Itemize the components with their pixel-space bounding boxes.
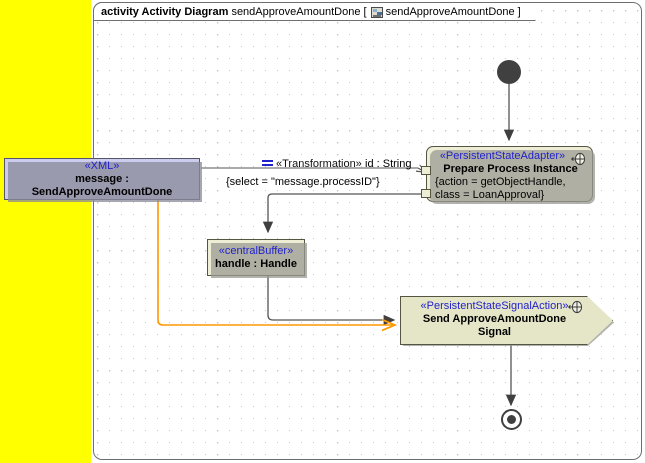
adapter-label: Prepare Process Instance xyxy=(443,163,578,175)
signal-stereotype: «PersistentStateSignalAction» xyxy=(420,300,569,312)
frame-qualified-name: sendApproveAmountDone ] xyxy=(385,5,521,18)
central-buffer-node-handle[interactable]: «centralBuffer» handle : Handle xyxy=(207,239,307,278)
buffer-label: handle : Handle xyxy=(215,257,297,270)
activity-frame xyxy=(93,2,642,460)
input-pin-id[interactable] xyxy=(421,166,431,175)
equals-icon xyxy=(262,159,273,168)
adapter-constraint-line2: class = LoanApproval} xyxy=(435,189,545,201)
pin-type-label: id : String xyxy=(365,158,412,170)
frame-keyword: activity Activity Diagram xyxy=(101,5,229,18)
action-node-prepare-process-instance[interactable]: «PersistentStateAdapter» Prepare Process… xyxy=(426,146,595,204)
frame-title-tab: activity Activity Diagram sendApproveAmo… xyxy=(93,2,536,21)
adapter-stereotype: «PersistentStateAdapter» xyxy=(439,150,566,162)
select-constraint-label: {select = "message.processID"} xyxy=(226,176,380,188)
grid-background xyxy=(94,3,641,459)
buffer-stereotype: «centralBuffer» xyxy=(218,244,294,257)
activity-final-node[interactable] xyxy=(501,409,522,430)
persistent-state-icon xyxy=(571,152,586,166)
signal-label-line2: Signal xyxy=(477,326,511,338)
xml-stereotype: «XML» xyxy=(84,159,120,172)
transformation-stereotype: «Transformation» xyxy=(276,158,362,170)
transformation-label: «Transformation» xyxy=(262,158,362,170)
adapter-constraint-line1: {action = getObjectHandle, xyxy=(435,176,566,188)
initial-node[interactable] xyxy=(497,60,521,84)
signal-node-text: «PersistentStateSignalAction» Send Appro… xyxy=(421,300,591,339)
object-node-message[interactable]: «XML» message : SendApproveAmountDone xyxy=(4,158,202,202)
output-pin-handle[interactable] xyxy=(421,189,431,198)
activity-diagram-icon xyxy=(371,7,383,18)
signal-label-line1: Send ApproveAmountDone xyxy=(422,313,567,325)
frame-name: sendApproveAmountDone [ xyxy=(231,5,367,18)
xml-node-label: message : SendApproveAmountDone xyxy=(31,172,173,198)
signal-action-node-send-approveamountdone[interactable]: «PersistentStateSignalAction» Send Appro… xyxy=(400,296,611,343)
left-highlight-band xyxy=(0,0,91,463)
